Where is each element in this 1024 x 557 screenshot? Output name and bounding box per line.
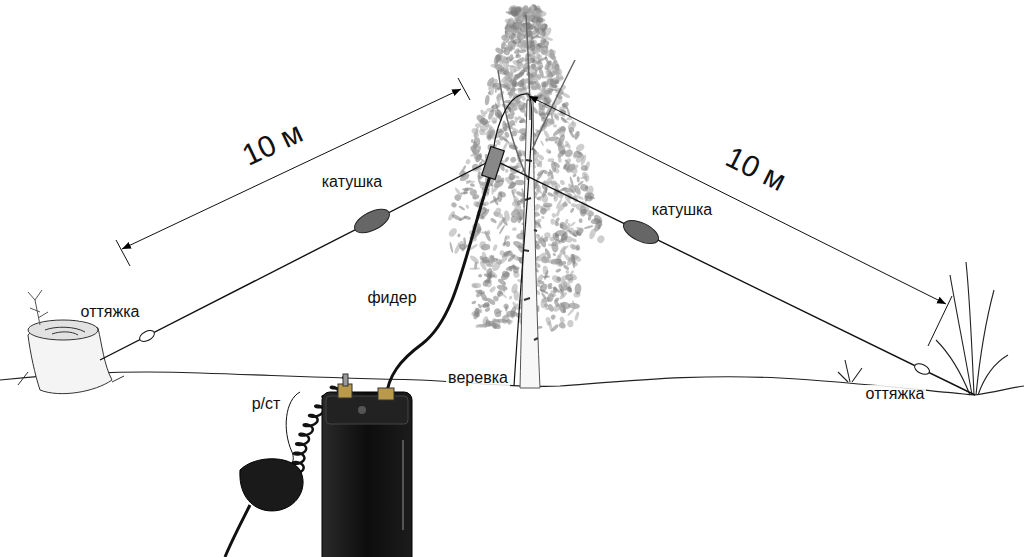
- balun-box: [482, 147, 505, 180]
- birch-tree: [447, 3, 606, 388]
- radio-station: [225, 374, 412, 557]
- dimension-label: 10 м: [235, 114, 309, 172]
- part-label: оттяжка: [79, 303, 142, 321]
- part-label: оттяжка: [864, 385, 927, 403]
- rope: [493, 94, 532, 386]
- part-label: фидер: [365, 289, 418, 307]
- part-label: веревка: [446, 369, 510, 387]
- part-label: катушка: [320, 173, 385, 191]
- antenna-wire: [494, 160, 975, 395]
- guy-insulator: [138, 328, 156, 343]
- part-label: катушка: [650, 201, 715, 219]
- dimension-line: [116, 78, 952, 346]
- antenna-wire: [100, 160, 492, 360]
- dimension-label: 10 м: [719, 138, 793, 197]
- part-label: р/ст: [250, 395, 283, 413]
- coil: [620, 216, 662, 249]
- guy-insulator: [913, 361, 931, 376]
- coil: [351, 204, 393, 237]
- grass: [838, 262, 1008, 395]
- feeder-cable: [386, 176, 490, 398]
